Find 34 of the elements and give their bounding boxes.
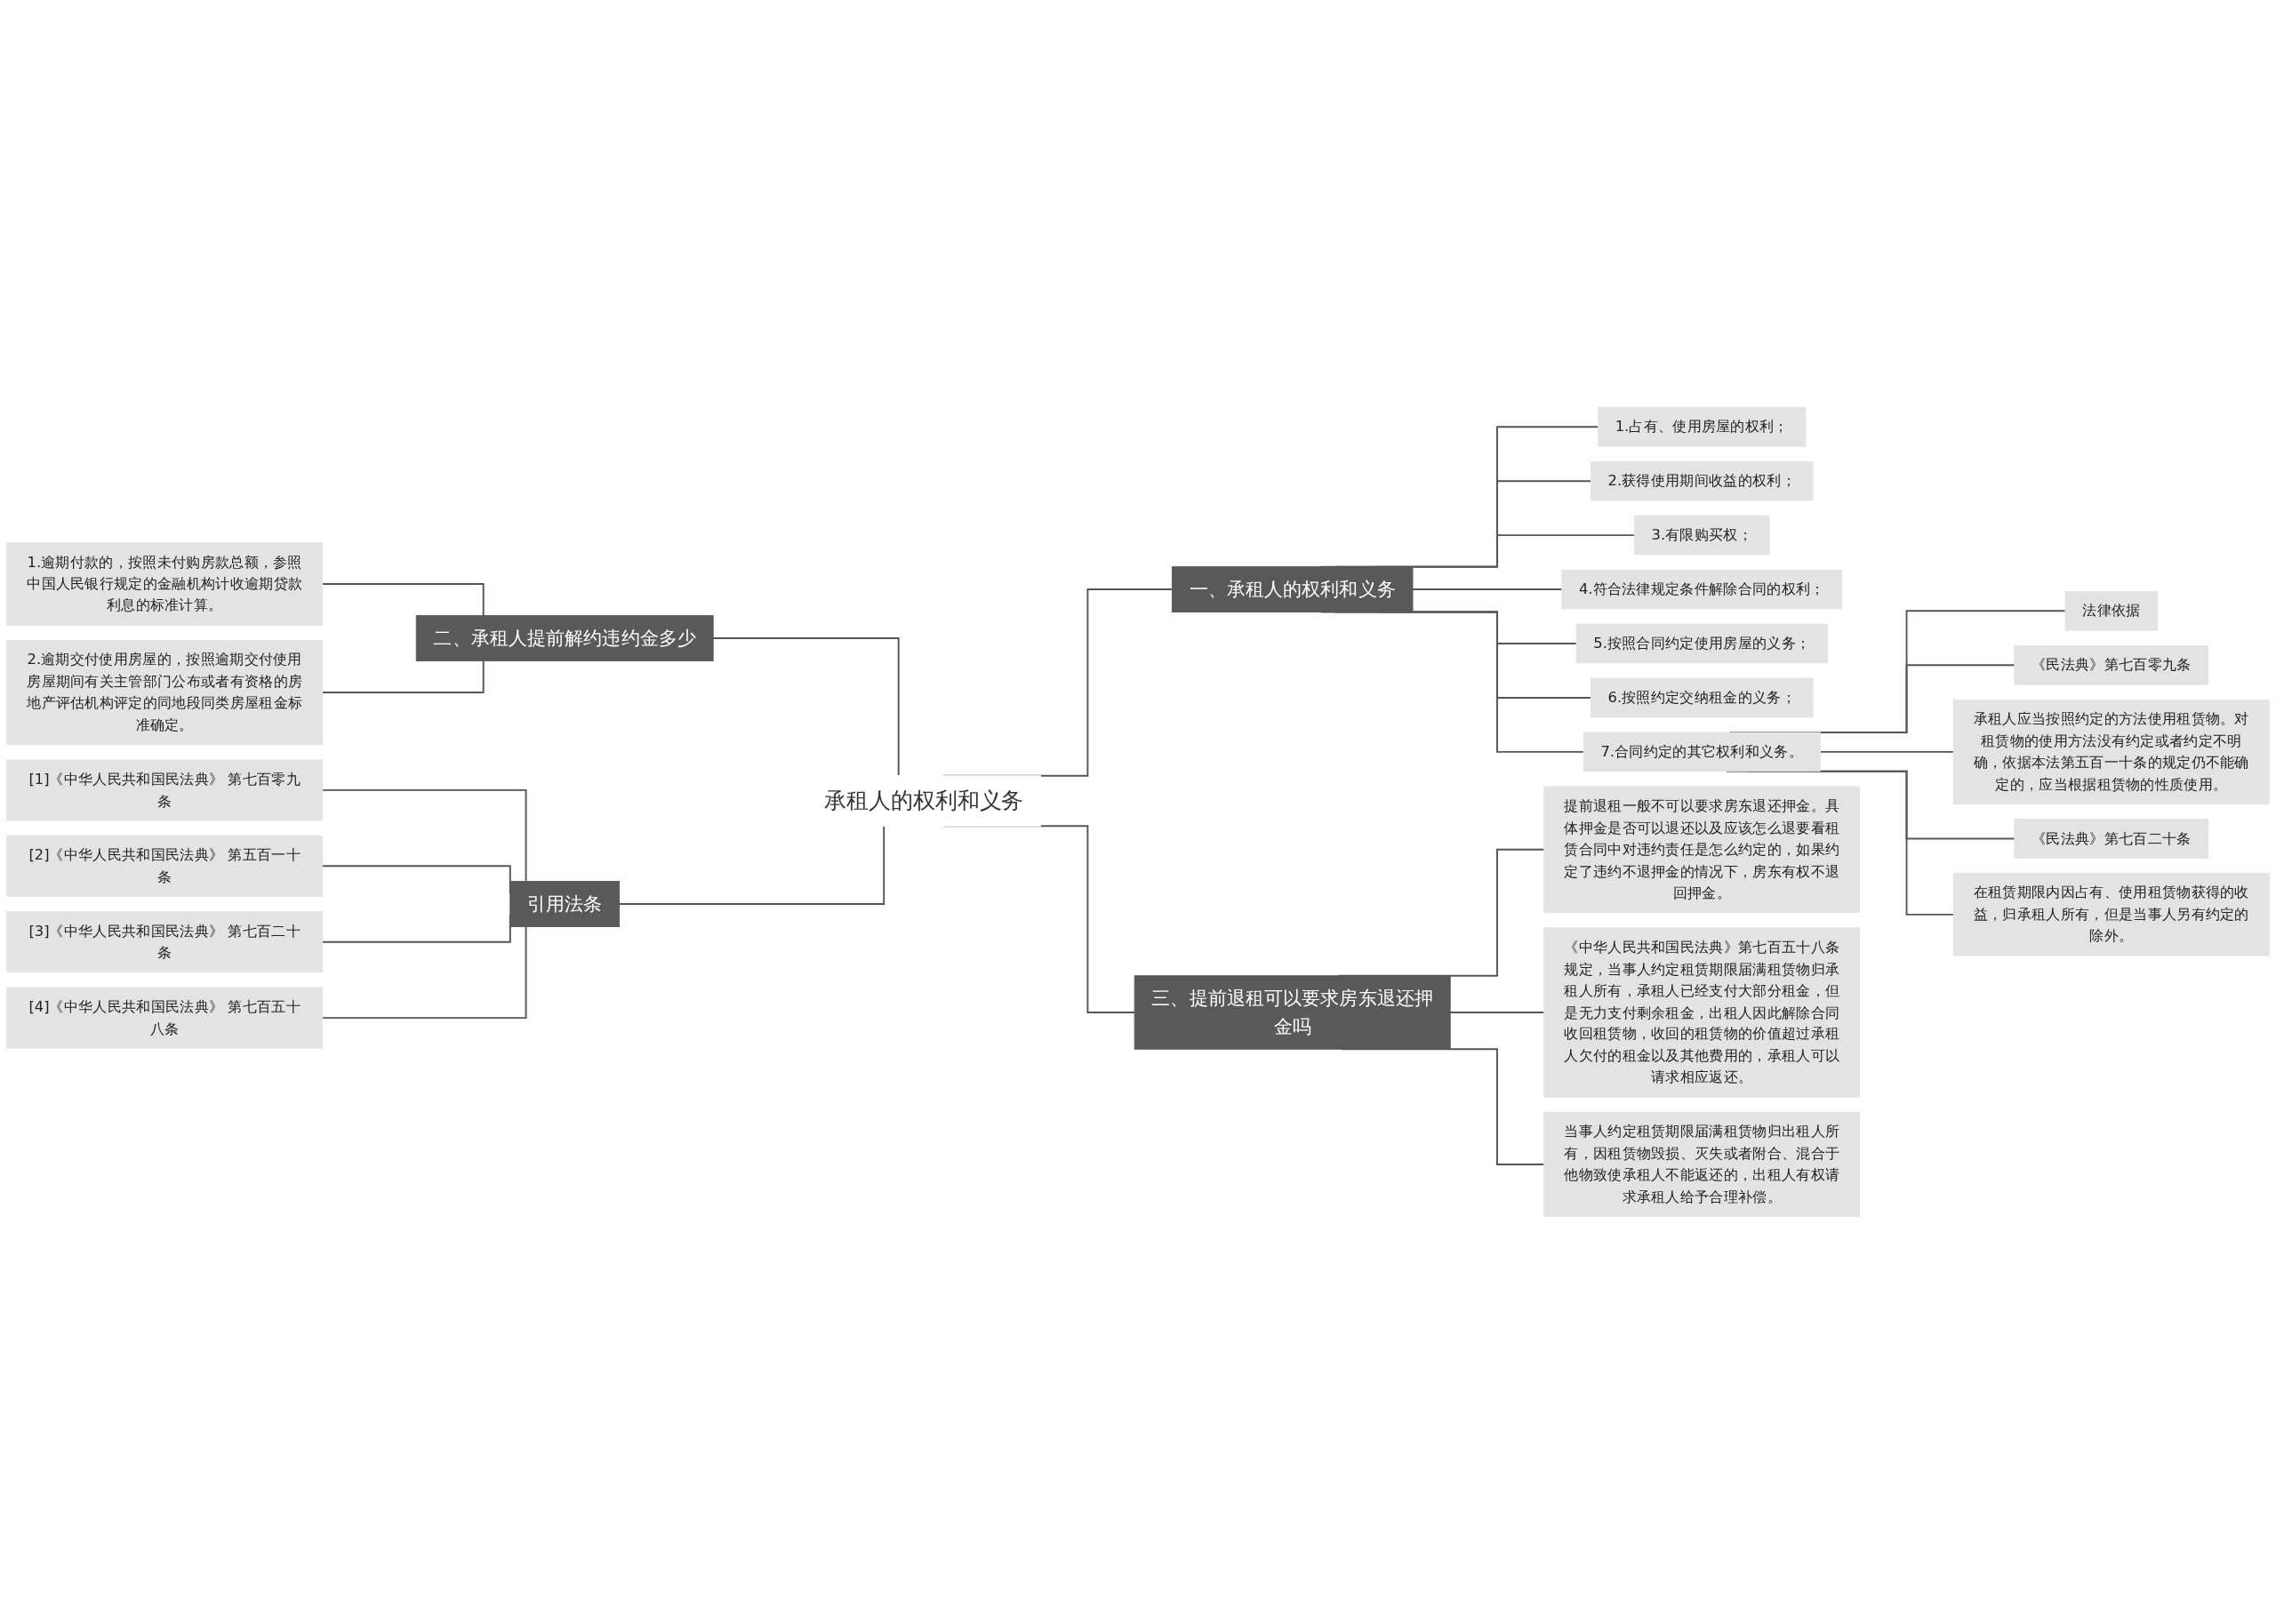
node-box: [2]《中华人民共和国民法典》 第五百一十条 xyxy=(6,835,324,897)
node-box: [4]《中华人民共和国民法典》 第七百五十八条 xyxy=(6,987,324,1049)
node-box: 2.获得使用期间收益的权利； xyxy=(1590,460,1814,501)
node-box: 引用法条 xyxy=(509,881,621,927)
connector xyxy=(1449,1012,1545,1013)
connector xyxy=(321,660,485,693)
node-box: 6.按照约定交纳租金的义务； xyxy=(1590,677,1814,718)
node-box: 当事人约定租赁期限届满租赁物归出租人所有，因租赁物毁损、灭失或者附合、混合于他物致使承租人不能返还的，出租人有权请求承租人给予合理补偿。 xyxy=(1543,1112,1861,1218)
connector xyxy=(321,788,527,883)
node-box: 1.逾期付款的，按照未付购房款总额，参照中国人民银行规定的金融机构计收逾期贷款利息的标准计算。 xyxy=(6,542,324,626)
node-box: [1]《中华人民共和国民法典》 第七百零九条 xyxy=(6,759,324,821)
node-box: 承租人应当按照约定的方法使用租赁物。对租赁物的使用方法没有约定或者约定不明确，依据本法第五百一十条的规定仍不能确定的，应当根据租赁物的性质使用。 xyxy=(1952,699,2270,804)
node-box: 提前退租一般不可以要求房东退还押金。具体押金是否可以退还以及应该怎么退要看租赁合同中对违约责任是怎么约定的，如果约定了违约不退押金的情况下，房东有权不退回押金。 xyxy=(1543,786,1861,913)
node-box: 3.有限购买权； xyxy=(1633,515,1770,556)
connector xyxy=(321,583,485,617)
node-box: 三、提前退租可以要求房东退还押金吗 xyxy=(1134,975,1451,1050)
node-box: 1.占有、使用房屋的权利； xyxy=(1598,406,1807,447)
node-box: 2.逾期交付使用房屋的，按照逾期交付使用房屋期间有关主管部门公布或者有资格的房地产评估机构评定的同地段同类房屋租金标准确定。 xyxy=(6,640,324,746)
node-box: 《中华人民共和国民法典》第七百五十八条规定，当事人约定租赁期限届满租赁物归承租人所有，承租人已经支付大部分租金，但是无力支付剩余租金，出租人因此解除合同收回租赁物，收回的租赁物的价值超过承租人欠付的租金以及其他费用的，承租人可以请求相应返还。 xyxy=(1543,927,1861,1098)
node-box: 二、承租人提前解约违约金多少 xyxy=(415,615,714,661)
connector xyxy=(1412,588,1563,591)
connector xyxy=(1819,750,1955,753)
node-box: 在租赁期限内因占有、使用租赁物获得的收益，归承租人所有，但是当事人另有约定的除外。 xyxy=(1952,873,2270,956)
node-box: 4.符合法律规定条件解除合同的权利； xyxy=(1561,569,1843,610)
node-box: 《民法典》第七百二十条 xyxy=(2014,819,2209,859)
node-box: [3]《中华人民共和国民法典》 第七百二十条 xyxy=(6,911,324,973)
node-box: 5.按照合同约定使用房屋的义务； xyxy=(1575,623,1828,664)
connector xyxy=(712,637,900,777)
node-box: 7.合同约定的其它权利和义务。 xyxy=(1583,732,1821,772)
node-box: 法律依据 xyxy=(2064,591,2159,631)
node-box: 一、承租人的权利和义务 xyxy=(1171,566,1414,612)
connector xyxy=(321,925,527,1020)
connector xyxy=(618,825,886,905)
node-box: 《民法典》第七百零九条 xyxy=(2014,644,2209,685)
